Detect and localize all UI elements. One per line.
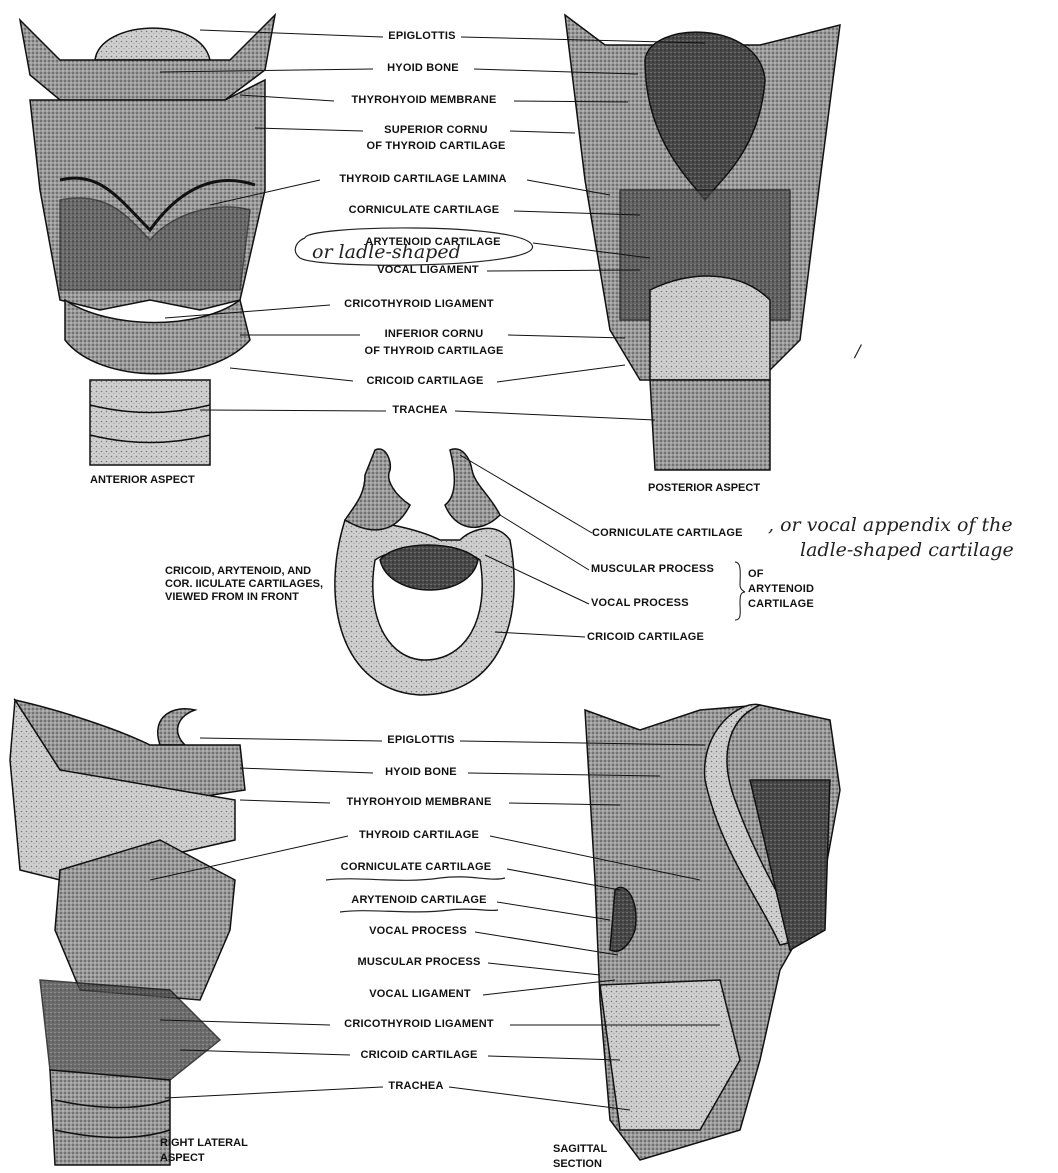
caption-posterior-aspect: POSTERIOR ASPECT (648, 482, 760, 495)
label-cricoid-top: CRICOID CARTILAGE (366, 375, 483, 388)
label-muscular-process-bottom: MUSCULAR PROCESS (358, 956, 481, 969)
label-trachea-top: TRACHEA (392, 404, 447, 417)
underline-arytenoid (340, 909, 498, 912)
label-epiglottis-top: EPIGLOTTIS (388, 30, 455, 43)
right-arytenoid (445, 449, 500, 527)
label-cricothyroid-bottom: CRICOTHYROID LIGAMENT (344, 1018, 494, 1031)
label-hyoid-bottom: HYOID BONE (385, 766, 457, 779)
label-arytenoid-bottom: ARYTENOID CARTILAGE (351, 894, 486, 907)
label-vocal-ligament-top: VOCAL LIGAMENT (377, 264, 479, 277)
label-cricoid-bottom: CRICOID CARTILAGE (360, 1049, 477, 1062)
handwriting-stray-mark: / (855, 342, 861, 362)
label-cricothyroid-top: CRICOTHYROID LIGAMENT (344, 298, 494, 311)
posterior-cricoid (650, 276, 770, 380)
label-of-arytenoid-3: CARTILAGE (748, 598, 814, 611)
label-thyroid-bottom: THYROID CARTILAGE (359, 829, 479, 842)
cricoid-arytenoid-drawing (335, 449, 514, 695)
lateral-trachea (50, 1070, 170, 1165)
posterior-trachea (650, 380, 770, 470)
handwriting-ladle-cartilage: ladle-shaped cartilage (800, 540, 1014, 560)
label-thyroid-lamina: THYROID CARTILAGE LAMINA (339, 173, 506, 186)
anterior-cricoid (65, 300, 250, 374)
label-superior-cornu-line2: OF THYROID CARTILAGE (366, 140, 505, 153)
left-arytenoid (345, 449, 410, 530)
handwriting-ladle-shaped: or ladle-shaped (312, 242, 461, 262)
label-of-arytenoid-1: OF (748, 568, 764, 581)
label-vocal-ligament-bottom: VOCAL LIGAMENT (369, 988, 471, 1001)
caption-middle-cartilages: CRICOID, ARYTENOID, AND COR. IICULATE CA… (165, 565, 325, 604)
underline-corniculate (326, 877, 505, 880)
anterior-epiglottis (95, 28, 210, 60)
label-inferior-cornu-line2: OF THYROID CARTILAGE (364, 345, 503, 358)
label-thyrohyoid-top: THYROHYOID MEMBRANE (352, 94, 497, 107)
label-thyrohyoid-bottom: THYROHYOID MEMBRANE (347, 796, 492, 809)
label-epiglottis-bottom: EPIGLOTTIS (387, 734, 454, 747)
label-trachea-bottom: TRACHEA (388, 1080, 443, 1093)
label-corniculate-bottom: CORNICULATE CARTILAGE (341, 861, 492, 874)
caption-lateral-line1: RIGHT LATERAL (160, 1137, 248, 1150)
label-corniculate-top: CORNICULATE CARTILAGE (349, 204, 500, 217)
label-vocal-process-middle: VOCAL PROCESS (591, 597, 689, 610)
label-vocal-process-bottom: VOCAL PROCESS (369, 925, 467, 938)
label-superior-cornu-line1: SUPERIOR CORNU (384, 124, 488, 137)
label-muscular-process-middle: MUSCULAR PROCESS (591, 563, 714, 576)
label-hyoid-top: HYOID BONE (387, 62, 459, 75)
label-corniculate-middle: CORNICULATE CARTILAGE (592, 527, 743, 540)
caption-anterior-aspect: ANTERIOR ASPECT (90, 474, 195, 487)
posterior-aspect-drawing (565, 15, 840, 470)
lateral-thyroid (55, 840, 235, 1000)
sagittal-section-drawing (585, 704, 840, 1160)
anterior-trachea (90, 380, 210, 465)
label-of-arytenoid-2: ARYTENOID (748, 583, 814, 596)
caption-lateral-line2: ASPECT (160, 1152, 205, 1165)
anterior-aspect-drawing (20, 15, 275, 465)
lateral-epiglottis (158, 709, 195, 745)
handwriting-vocal-appendix: , or vocal appendix of the (768, 515, 1013, 535)
caption-sagittal-line1: SAGITTAL (553, 1143, 607, 1156)
caption-sagittal-line2: SECTION (553, 1158, 602, 1171)
label-cricoid-middle: CRICOID CARTILAGE (587, 631, 704, 644)
label-inferior-cornu-line1: INFERIOR CORNU (385, 328, 484, 341)
